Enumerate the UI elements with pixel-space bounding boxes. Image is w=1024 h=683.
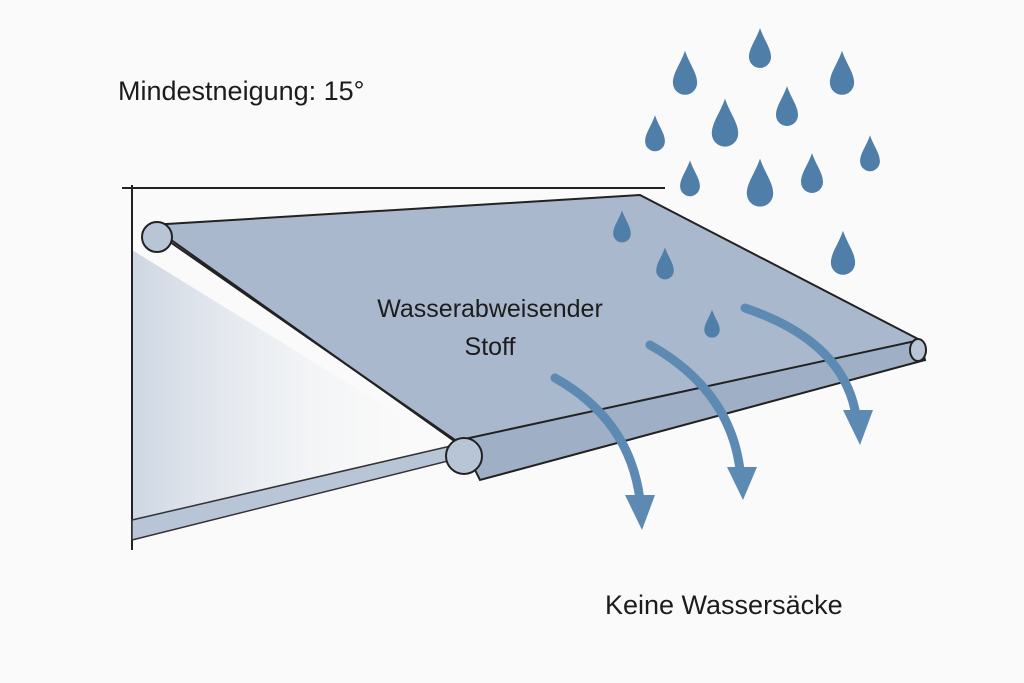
raindrop <box>746 158 774 207</box>
water-runoff-arrows <box>550 303 860 505</box>
raindrops <box>613 28 880 338</box>
fabric-label-line2: Stoff <box>464 333 516 361</box>
raindrop <box>830 230 856 275</box>
raindrop <box>672 50 698 95</box>
raindrop <box>860 135 880 172</box>
side-arm <box>149 227 456 441</box>
raindrop <box>829 50 855 95</box>
min-slope-label: Mindestneigung: 15° <box>118 76 365 106</box>
front-roller <box>445 437 483 475</box>
arrow-heads <box>625 410 873 530</box>
raindrop <box>680 160 700 197</box>
roller-end <box>909 338 927 362</box>
rear-roller <box>141 221 173 253</box>
raindrop <box>749 28 771 68</box>
arrow <box>645 340 745 475</box>
arrow <box>550 373 645 505</box>
raindrop <box>704 309 720 338</box>
fabric-label-line1: Wasserabweisender <box>377 295 603 323</box>
raindrop <box>711 98 739 147</box>
fabric-label: Wasserabweisender Stoff <box>330 290 650 366</box>
raindrop <box>801 153 823 193</box>
shadow <box>132 250 440 540</box>
raindrop <box>645 115 665 152</box>
arrow <box>740 303 860 415</box>
raindrop <box>613 210 631 243</box>
no-water-pockets-label: Keine Wassersäcke <box>605 590 843 620</box>
raindrop <box>776 86 798 126</box>
raindrop <box>656 247 674 280</box>
